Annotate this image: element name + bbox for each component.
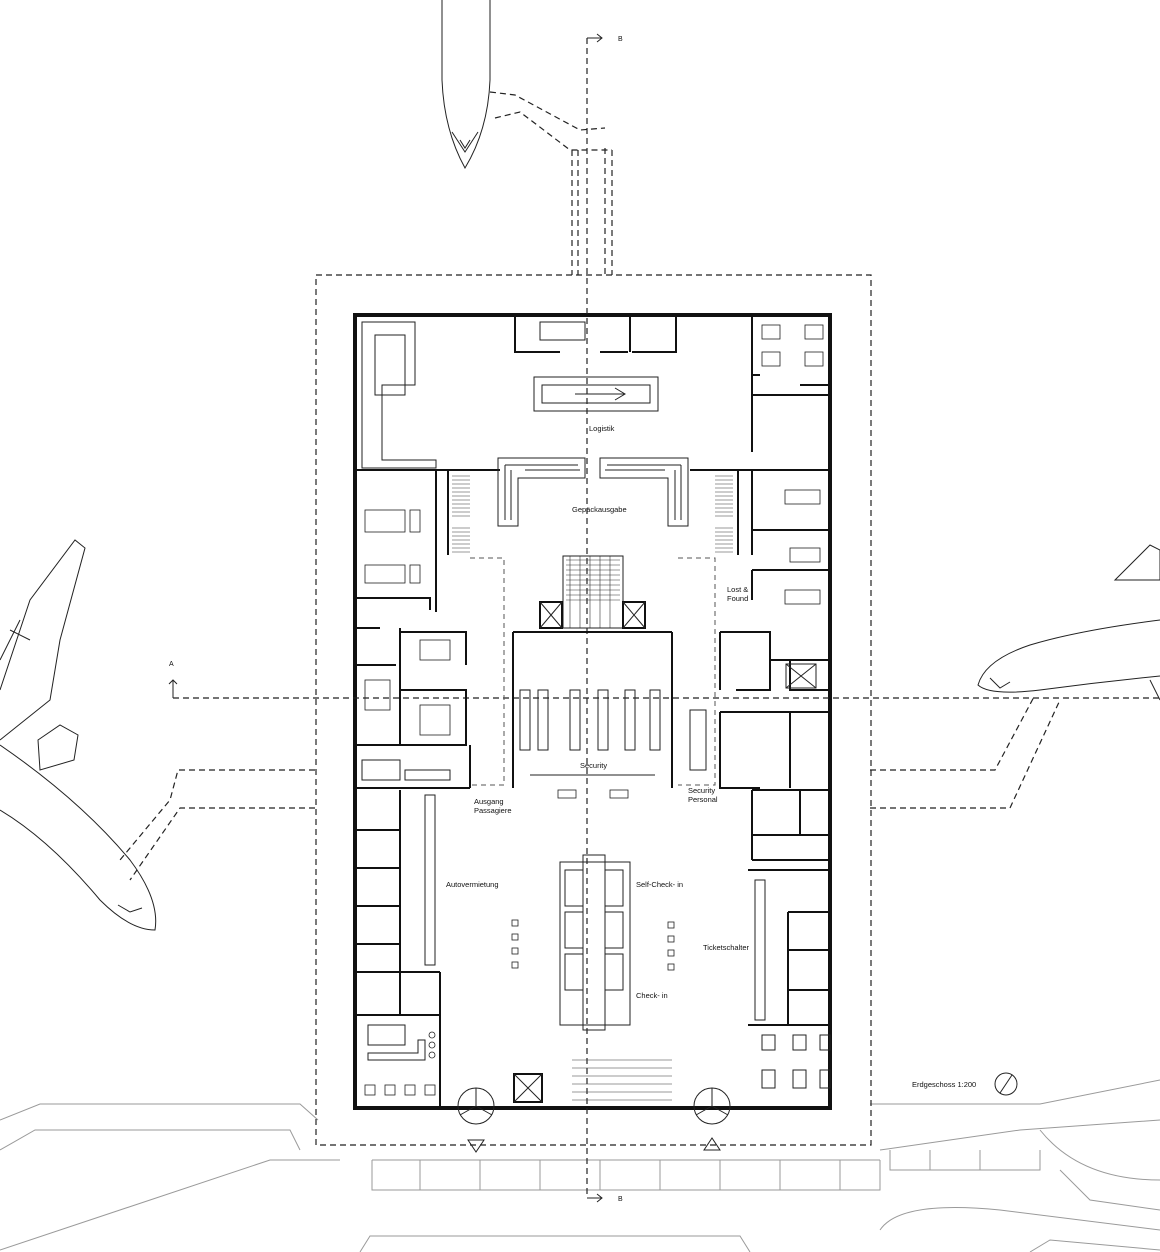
room-label-security: Security: [580, 761, 607, 770]
furniture: [364, 324, 824, 1096]
section-mark-b-bottom: B: [618, 1196, 623, 1203]
section-mark-b-top: B: [618, 36, 623, 43]
jet-bridges: [119, 91, 1061, 881]
room-label-logistik: Logistik: [589, 424, 615, 433]
room-label-ausgang-line1: Ausgang: [474, 797, 504, 806]
drawing-title: Erdgeschoss 1:200: [912, 1080, 976, 1089]
section-line-a: [168, 679, 1160, 699]
site-context: [0, 1079, 1160, 1252]
room-label-lost-found-line1: Lost &: [727, 585, 748, 594]
section-mark-a: A: [169, 661, 174, 668]
north-arrow-icon: [994, 1072, 1018, 1096]
room-label-ticketschalter: Ticketschalter: [703, 943, 749, 952]
room-label-autovermietung: Autovermietung: [446, 880, 499, 889]
aircraft-top: [441, 0, 491, 169]
room-label-security-personal-line2: Personal: [688, 795, 718, 804]
room-label-gepaeckausgabe: Gepäckausgabe: [572, 505, 627, 514]
room-label-ausgang-line2: Passagiere: [474, 806, 512, 815]
aircraft-right: [977, 544, 1160, 701]
room-label-self-checkin: Self-Check- in: [636, 880, 683, 889]
room-label-lost-found-line2: Found: [727, 594, 748, 603]
aircraft-left: [0, 539, 157, 931]
room-label-checkin: Check- in: [636, 991, 668, 1000]
room-label-security-personal-line1: Security: [688, 786, 715, 795]
section-line-b: [586, 33, 603, 1203]
interior-walls: [355, 315, 831, 1153]
